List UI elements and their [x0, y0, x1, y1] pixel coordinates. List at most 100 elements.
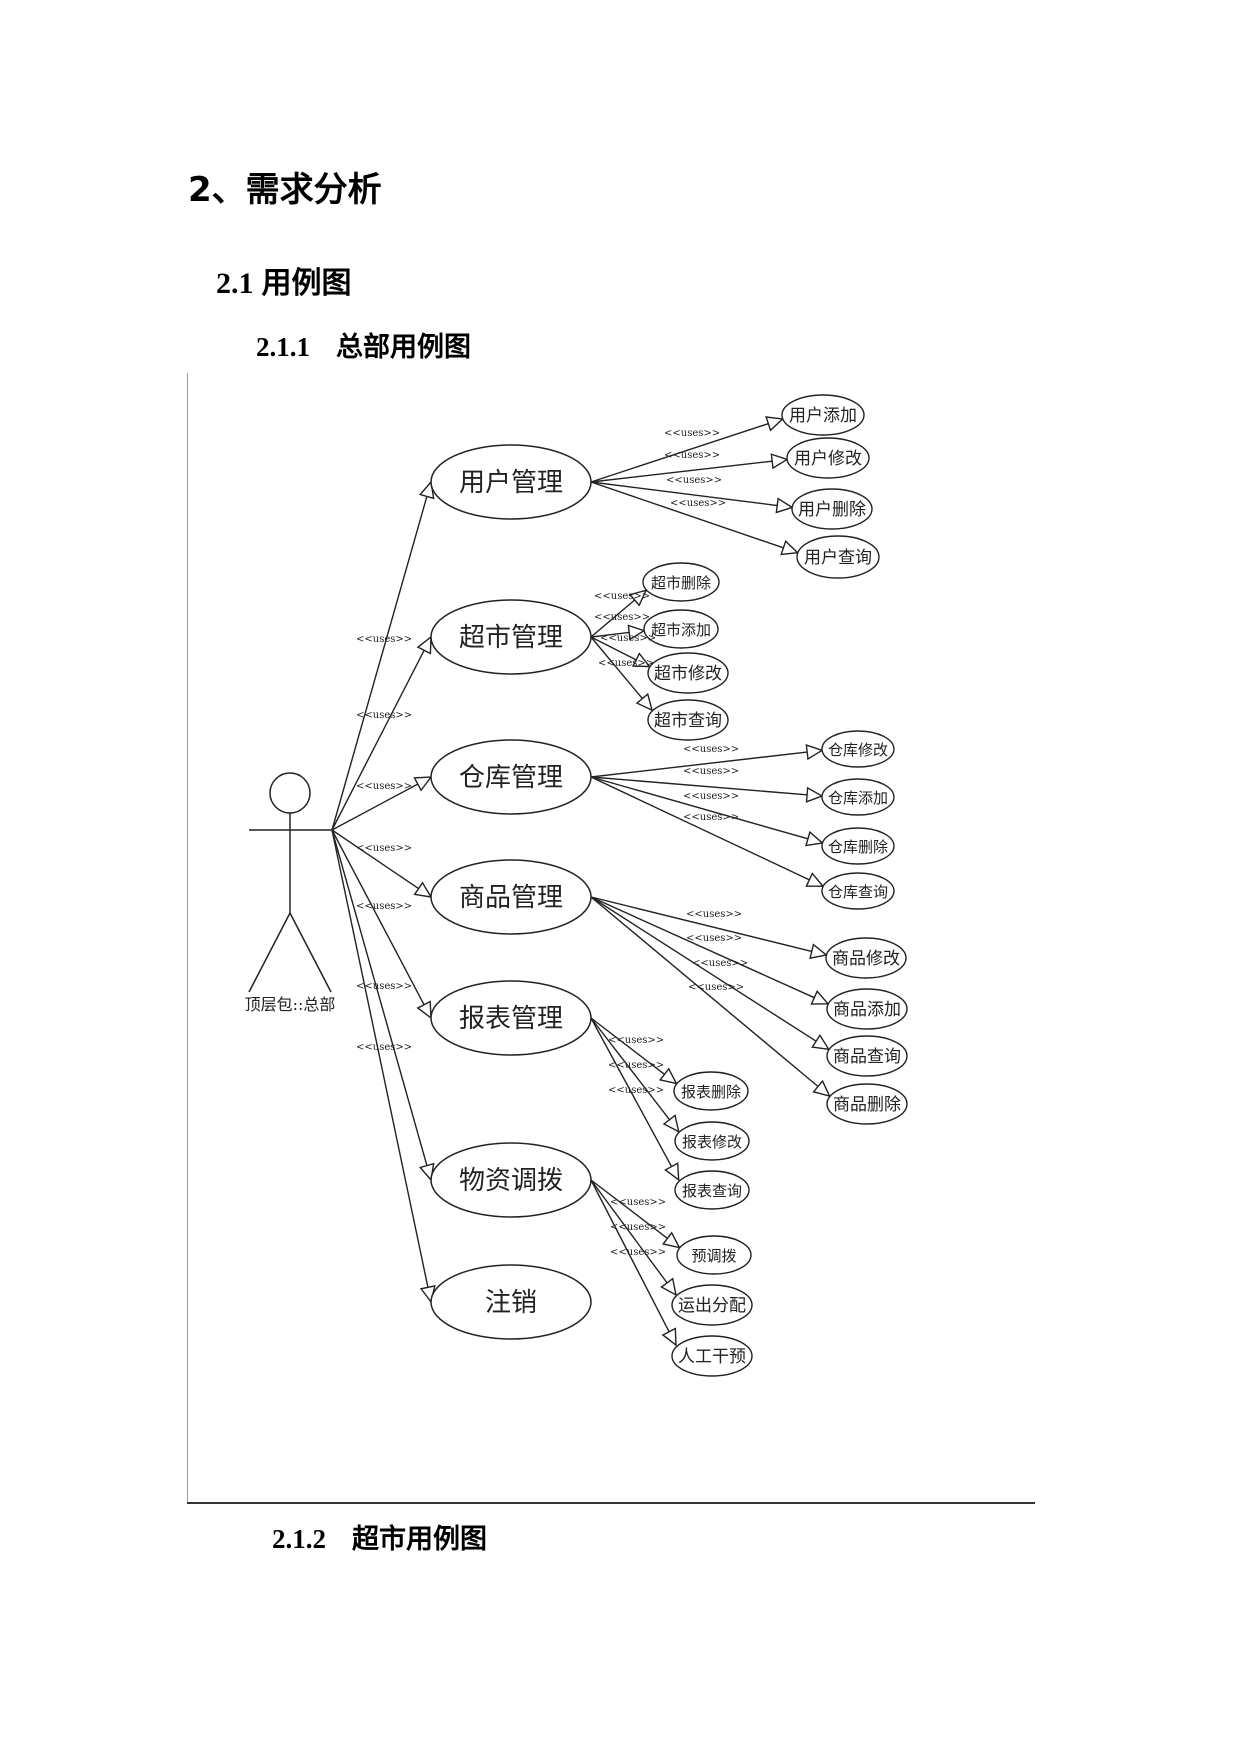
- sub-usecase-ellipse: [821, 730, 895, 768]
- uses-label: <<uses>>: [664, 450, 720, 461]
- usecase-label: 物资调拨: [459, 1166, 563, 1196]
- uses-label: <<uses>>: [600, 633, 656, 644]
- include-arrow-line: [590, 896, 815, 999]
- include-arrow-line: [590, 776, 808, 796]
- include-arrow-line: [590, 481, 784, 549]
- include-arrow-arrowhead: [658, 1067, 678, 1085]
- include-arrow-line: [590, 460, 773, 483]
- include-arrow-arrowhead: [809, 943, 828, 960]
- subsubsection-title: 总部用例图: [336, 332, 471, 363]
- actor-leg-right: [289, 912, 332, 993]
- include-arrow-arrowhead: [812, 1079, 831, 1098]
- uses-label: <<uses>>: [683, 766, 739, 777]
- sub-usecase-label: 用户查询: [804, 548, 872, 568]
- sub-usecase-label: 人工干预: [678, 1347, 746, 1367]
- actor-to-usecase-4-line: [331, 829, 419, 890]
- uses-label: <<uses>>: [686, 909, 742, 920]
- sub-usecase-label: 用户删除: [798, 500, 866, 520]
- include-arrow-arrowhead: [631, 652, 652, 668]
- uses-label: <<uses>>: [688, 982, 744, 993]
- include-arrow-line: [590, 896, 817, 1042]
- sub-usecase-label: 仓库修改: [828, 741, 888, 759]
- uses-label: <<uses>>: [598, 658, 654, 669]
- include-arrow-line: [590, 1017, 673, 1167]
- sub-usecase-ellipse: [821, 827, 895, 865]
- sub-usecase-ellipse: [796, 535, 880, 579]
- sub-usecase-ellipse: [825, 937, 907, 979]
- uses-label: <<uses>>: [610, 1197, 666, 1208]
- include-arrow-arrowhead: [628, 589, 648, 607]
- sub-usecase-ellipse: [791, 488, 873, 530]
- sub-usecase-label: 商品查询: [833, 1047, 901, 1067]
- sub-usecase-label: 商品修改: [832, 949, 900, 969]
- usecase-label: 仓库管理: [459, 763, 563, 793]
- uses-label: <<uses>>: [670, 498, 726, 509]
- include-arrow-line: [590, 751, 808, 778]
- actor-to-usecase-3-arrowhead: [413, 776, 433, 792]
- sub-usecase-label: 超市删除: [651, 574, 711, 592]
- uses-label: <<uses>>: [683, 812, 739, 823]
- include-arrow-line: [590, 1017, 671, 1121]
- subsection-number: 2.1: [216, 267, 254, 300]
- uses-label: <<uses>>: [610, 1222, 666, 1233]
- uses-label: <<uses>>: [664, 428, 720, 439]
- include-arrow-line: [590, 599, 636, 638]
- include-arrow-line: [590, 636, 637, 661]
- section-heading: 2、需求分析: [188, 170, 382, 210]
- uses-label: <<uses>>: [356, 843, 412, 854]
- uses-label: <<uses>>: [666, 475, 722, 486]
- actor-to-usecase-7-line: [331, 829, 429, 1288]
- include-arrow-arrowhead: [810, 990, 830, 1005]
- actor-label: 顶层包::总部: [245, 995, 336, 1014]
- uses-label: <<uses>>: [356, 634, 412, 645]
- figure-frame-bottom: [187, 1502, 1035, 1504]
- sub-usecase-label: 仓库添加: [828, 789, 888, 807]
- sub-usecase-ellipse: [826, 988, 908, 1030]
- sub-usecase-ellipse: [647, 699, 729, 741]
- usecase-label: 注销: [485, 1288, 537, 1318]
- uses-label: <<uses>>: [594, 612, 650, 623]
- sub-usecase-label: 报表修改: [682, 1133, 742, 1151]
- actor-to-usecase-6-line: [331, 829, 428, 1166]
- uses-label: <<uses>>: [608, 1060, 664, 1071]
- actor-head: [269, 772, 311, 814]
- sub-usecase-ellipse: [671, 1335, 753, 1377]
- sub-usecase-ellipse: [643, 609, 719, 649]
- include-arrow-arrowhead: [661, 1327, 677, 1347]
- sub-usecase-ellipse: [676, 1235, 752, 1275]
- include-arrow-arrowhead: [805, 872, 825, 887]
- sub-usecase-label: 商品添加: [833, 1000, 901, 1020]
- subsubsection-title: 超市用例图: [352, 1524, 487, 1555]
- actor-to-usecase-2-arrowhead: [416, 635, 432, 655]
- actor-to-usecase-5-arrowhead: [416, 1000, 432, 1020]
- sub-usecase-label: 预调拨: [691, 1247, 736, 1265]
- uses-label: <<uses>>: [356, 901, 412, 912]
- include-arrow-line: [590, 896, 819, 1088]
- sub-usecase-label: 报表删除: [681, 1083, 741, 1101]
- include-arrow-arrowhead: [664, 1162, 680, 1182]
- include-arrow-line: [590, 631, 630, 638]
- uses-label: <<uses>>: [608, 1035, 664, 1046]
- include-arrow-arrowhead: [805, 744, 824, 761]
- include-arrow-line: [590, 776, 809, 840]
- sub-usecase-ellipse: [826, 1035, 908, 1077]
- include-arrow-arrowhead: [661, 1231, 681, 1249]
- sub-usecase-ellipse: [781, 394, 865, 436]
- sub-usecase-ellipse: [826, 1083, 908, 1125]
- include-arrow-line: [590, 896, 812, 953]
- include-arrow-line: [590, 1179, 668, 1239]
- actor-to-usecase-5-line: [331, 829, 425, 1006]
- sub-usecase-label: 用户添加: [789, 406, 857, 426]
- uses-label: <<uses>>: [356, 710, 412, 721]
- include-arrow-line: [590, 776, 810, 881]
- include-arrow-line: [590, 422, 769, 483]
- sub-usecase-ellipse: [642, 562, 720, 602]
- sub-usecase-ellipse: [786, 437, 870, 479]
- sub-usecase-ellipse: [647, 652, 729, 694]
- include-arrow-arrowhead: [660, 1277, 677, 1297]
- uses-label: <<uses>>: [356, 981, 412, 992]
- usecase-label: 用户管理: [459, 468, 563, 498]
- usecase-label: 超市管理: [459, 623, 563, 653]
